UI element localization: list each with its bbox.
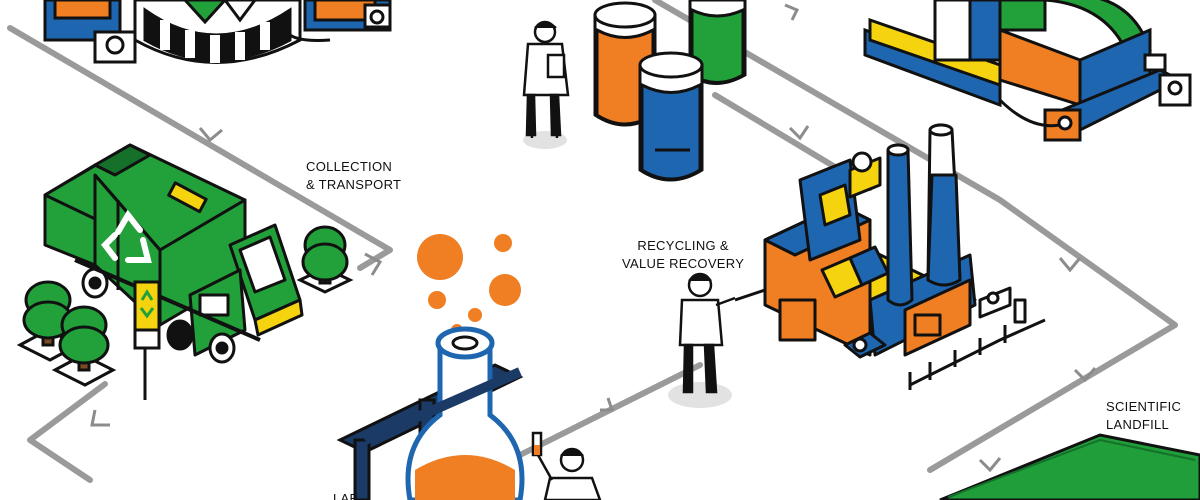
- lab-technician-figure: [531, 431, 602, 500]
- path-arrows: [90, 3, 1097, 473]
- landfill-label-line-2: LANDFILL: [1106, 417, 1170, 432]
- collection-transport-label: COLLECTION & TRANSPORT: [306, 158, 401, 194]
- flask-bubbles: [417, 234, 521, 336]
- scientific-landfill-label: SCIENTIFIC LANDFILL: [1106, 398, 1181, 434]
- recycling-factory: [734, 123, 1046, 390]
- lab-flask: [336, 326, 525, 500]
- truck-recycle-icon: [101, 209, 152, 263]
- landfill-label-line-1: SCIENTIFIC: [1106, 399, 1182, 414]
- trees: [16, 225, 354, 387]
- collection-label-line-2: & TRANSPORT: [306, 177, 402, 192]
- recycling-label-line-1: RECYCLING &: [637, 238, 729, 253]
- lab-label: LAB: [333, 490, 358, 500]
- landfill-grass-area: [939, 433, 1200, 500]
- collection-label-line-1: COLLECTION: [306, 159, 393, 174]
- recycling-label-line-2: VALUE RECOVERY: [622, 256, 745, 271]
- processing-drum-machine: [43, 0, 392, 64]
- lab-label-line-1: LAB: [333, 491, 359, 500]
- lab-scientist-figure: [522, 20, 570, 149]
- recycling-value-recovery-label: RECYCLING & VALUE RECOVERY: [622, 237, 744, 273]
- process-path: [7, 0, 1178, 483]
- recycle-sign-post: [133, 280, 161, 400]
- sign-recycle-icon: [139, 289, 155, 319]
- sorting-machine: [863, 0, 1192, 142]
- presenter-figure: [668, 272, 736, 408]
- chemical-cylinders: [593, 0, 747, 182]
